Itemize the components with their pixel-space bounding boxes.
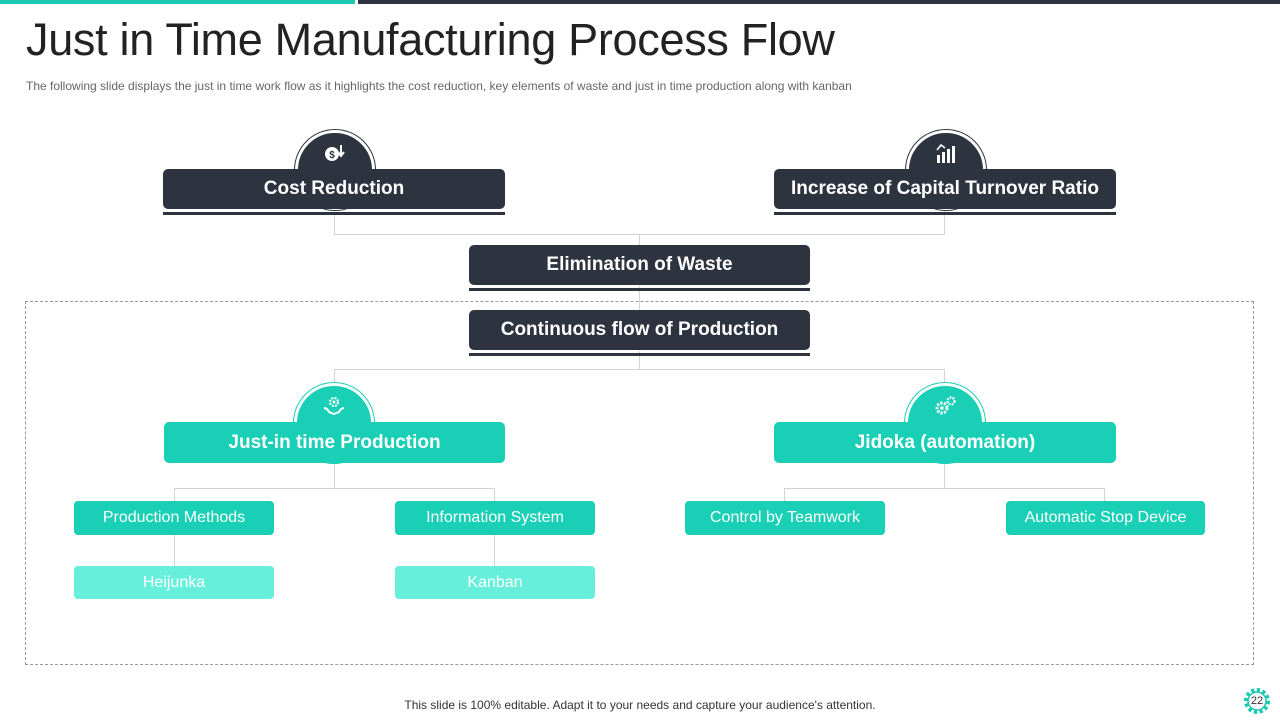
jit-production-box: Just-in time Production <box>164 422 505 463</box>
footer-note: This slide is 100% editable. Adapt it to… <box>404 698 876 712</box>
connector <box>334 369 945 370</box>
connector <box>639 286 640 311</box>
gears-icon <box>935 396 956 415</box>
connector <box>784 488 785 502</box>
control-by-teamwork-box: Control by Teamwork <box>685 501 885 535</box>
elimination-of-waste-box: Elimination of Waste <box>469 245 810 291</box>
automatic-stop-device-box: Automatic Stop Device <box>1006 501 1205 535</box>
connector <box>174 488 175 502</box>
connector <box>334 463 335 488</box>
jidoka-box: Jidoka (automation) <box>774 422 1116 463</box>
connector <box>944 463 945 488</box>
connector <box>944 210 945 234</box>
accent-bar-teal <box>0 0 355 4</box>
connector <box>1104 488 1105 502</box>
growth-chart-icon <box>936 143 955 163</box>
connector <box>174 488 495 489</box>
page-number-badge: 22 <box>1242 686 1272 716</box>
connector <box>494 535 495 567</box>
slide-title: Just in Time Manufacturing Process Flow <box>26 14 835 65</box>
connector <box>784 488 1105 489</box>
connector <box>639 234 640 246</box>
money-down-icon: $ <box>325 145 345 161</box>
connector <box>639 351 640 369</box>
connector <box>174 535 175 567</box>
accent-bar-dark <box>358 0 1280 4</box>
connector <box>494 488 495 502</box>
production-methods-box: Production Methods <box>74 501 274 535</box>
connector <box>944 369 945 385</box>
heijunka-box: Heijunka <box>74 566 274 599</box>
gear-icon <box>1244 688 1270 714</box>
svg-text:$: $ <box>329 150 335 161</box>
gear-hands-icon <box>323 396 345 416</box>
cost-reduction-box: Cost Reduction <box>163 169 505 215</box>
kanban-box: Kanban <box>395 566 595 599</box>
slide-subtitle: The following slide displays the just in… <box>26 79 852 93</box>
continuous-flow-box: Continuous flow of Production <box>469 310 810 356</box>
connector <box>334 369 335 385</box>
connector <box>334 210 335 234</box>
capital-turnover-box: Increase of Capital Turnover Ratio <box>774 169 1116 215</box>
page-number: 22 <box>1250 695 1264 707</box>
information-system-box: Information System <box>395 501 595 535</box>
